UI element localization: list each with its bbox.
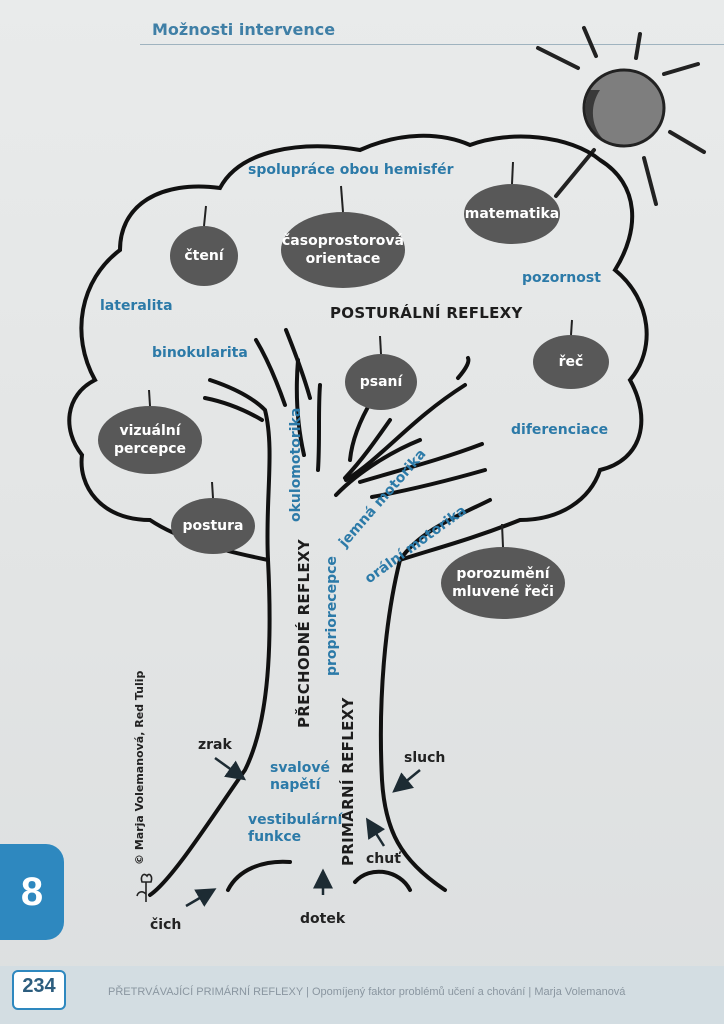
sense-chut: chuť (366, 851, 401, 867)
fruit-casoprostorova-shape (281, 212, 405, 288)
fruit-vizualni-line2: percepce (113, 441, 187, 457)
header-rule (140, 44, 724, 45)
sense-zrak: zrak (198, 737, 232, 753)
sense-arrows (185, 756, 421, 908)
posturalni-reflexy-heading: POSTURÁLNÍ REFLEXY (330, 304, 523, 322)
footer-text: PŘETRVÁVAJÍCÍ PRIMÁRNÍ REFLEXY | Opomíje… (108, 986, 626, 998)
prechodne-reflexy-heading: PŘECHODNÉ REFLEXY (295, 539, 313, 728)
vestibularni-line2: funkce (248, 829, 302, 845)
label-pozornost: pozornost (522, 270, 601, 286)
label-spoluprace: spolupráce obou hemisfér (248, 162, 454, 178)
label-propriorecepce: propriorecepce (324, 556, 340, 676)
label-lateralita: lateralita (100, 298, 173, 314)
fruit-psani-label: psaní (359, 374, 403, 390)
sense-cich: čich (150, 917, 182, 933)
copyright-note: © Marja Volemanová, Red Tulip (133, 670, 146, 865)
label-binokularita: binokularita (152, 345, 248, 361)
fruit-porozumeni-line2: mluvené řeči (452, 584, 554, 600)
section-title: Možnosti intervence (152, 20, 336, 39)
fruit-group (98, 184, 609, 619)
chapter-tab: 8 (0, 844, 64, 940)
fruit-rec-label: řeč (558, 354, 584, 370)
sense-sluch: sluch (404, 750, 446, 766)
sense-dotek: dotek (300, 911, 346, 927)
chapter-number: 8 (20, 870, 44, 914)
page-footer (0, 966, 724, 1024)
fruit-casoprostorova-line2: orientace (305, 251, 381, 267)
label-okulomotorika: okulomotorika (288, 407, 304, 522)
sun-icon (536, 26, 706, 206)
fruit-casoprostorova-label: časoprostorová orientace (282, 232, 404, 268)
fruit-matematika-label: matematika (464, 206, 560, 222)
svalove-line2: napětí (270, 777, 321, 793)
page-number-box (12, 970, 66, 1010)
fruit-matematika-shape (464, 184, 560, 244)
fruit-vizualni-line1: vizuální (119, 423, 181, 439)
svalove-line1: svalové (270, 760, 330, 776)
fruit-porozumeni-shape (441, 547, 565, 619)
fruit-porozumeni-label: porozumění mluvené řeči (452, 565, 554, 601)
fruit-cteni-shape (170, 226, 238, 286)
label-diferenciace: diferenciace (511, 422, 609, 438)
vestibularni-line1: vestibulární (248, 812, 343, 828)
primarni-reflexy-heading: PRIMÁRNÍ REFLEXY (339, 697, 357, 866)
fruit-porozumeni-line1: porozumění (456, 566, 550, 582)
label-svalove-napeti: svalové napětí (270, 760, 330, 794)
fruit-cteni-label: čtení (184, 248, 224, 264)
fruit-rec-shape (533, 335, 609, 389)
fruit-vizualni-label: vizuální percepce (114, 422, 186, 458)
page-number: 234 (22, 975, 56, 997)
fruit-psani-shape (345, 354, 417, 410)
fruit-postura-shape (171, 498, 255, 554)
label-vestibularni-funkce: vestibulární funkce (248, 812, 342, 846)
fruit-vizualni-shape (98, 406, 202, 474)
tulip-icon (136, 873, 153, 902)
fruit-casoprostorova-line1: časoprostorová (282, 233, 404, 249)
fruit-postura-label: postura (182, 518, 244, 534)
